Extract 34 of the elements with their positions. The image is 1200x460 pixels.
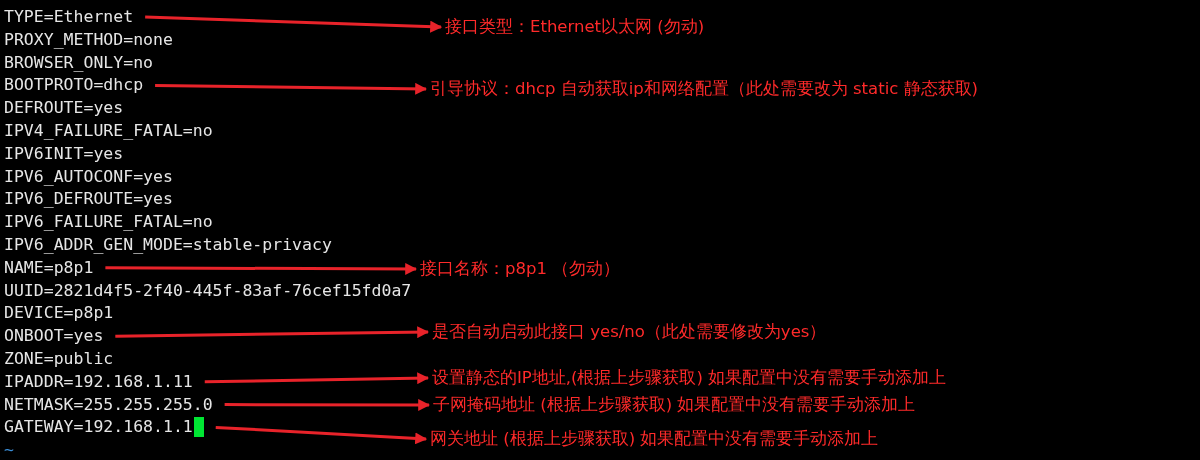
config-line: NETMASK=255.255.255.0 [4, 394, 213, 415]
config-line: ONBOOT=yes [4, 326, 104, 347]
arrow [145, 15, 443, 33]
config-line: GATEWAY=192.168.1.1 [4, 417, 204, 438]
config-line: IPV6_AUTOCONF=yes [4, 166, 173, 187]
annotation-text: 设置静态的IP地址,(根据上步骤获取) 如果配置中没有需要手动添加上 [432, 367, 947, 389]
config-line: IPV6INIT=yes [4, 143, 124, 164]
annotation-text: 引导协议：dhcp 自动获取ip和网络配置（此处需要改为 static 静态获取) [430, 78, 978, 100]
arrow [224, 399, 431, 411]
config-line: NAME=p8p1 [4, 257, 94, 278]
config-line: IPV6_ADDR_GEN_MODE=stable-privacy [4, 235, 332, 255]
config-line: IPV6_DEFROUTE=yes [4, 189, 173, 210]
config-line: BOOTPROTO=dhcp [4, 75, 144, 96]
annotation-text: 接口类型：Ethernet以太网 (勿动) [445, 16, 705, 38]
annotation-text: 是否自动启动此接口 yes/no（此处需要修改为yes） [432, 321, 827, 343]
arrow [215, 425, 428, 445]
annotation-text: 网关地址 (根据上步骤获取) 如果配置中没有需要手动添加上 [430, 428, 879, 450]
config-line: ZONE=public [4, 349, 114, 369]
config-line: IPV6_FAILURE_FATAL=no [4, 212, 213, 233]
config-line: DEVICE=p8p1 [4, 303, 114, 324]
empty-line-marker: ~ [4, 440, 14, 460]
arrow [115, 326, 430, 339]
config-line: UUID=2821d4f5-2f40-445f-83af-76cef15fd0a7 [4, 280, 412, 301]
annotation-text: 子网掩码地址 (根据上步骤获取) 如果配置中没有需要手动添加上 [433, 394, 916, 416]
config-line: PROXY_METHOD=none [4, 29, 173, 50]
arrow [105, 262, 418, 275]
config-line: BROWSER_ONLY=no [4, 52, 153, 73]
annotation-text: 接口名称：p8p1 （勿动） [420, 258, 621, 280]
arrow [155, 82, 428, 95]
config-line: IPV4_FAILURE_FATAL=no [4, 121, 213, 141]
config-line: IPADDR=192.168.1.11 [4, 371, 193, 392]
config-line: TYPE=Ethernet [4, 7, 134, 27]
arrow [204, 372, 430, 385]
config-line: DEFROUTE=yes [4, 98, 124, 119]
